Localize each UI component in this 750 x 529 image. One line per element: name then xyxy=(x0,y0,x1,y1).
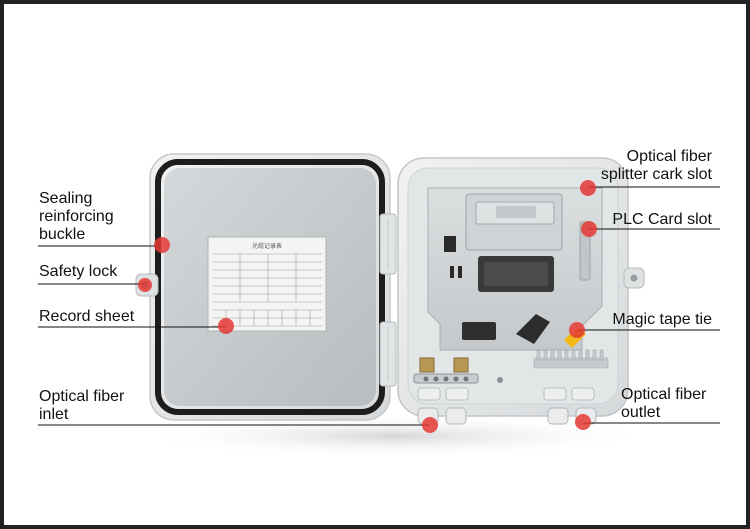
callout-text: inlet xyxy=(39,406,69,423)
callout-fiber-inlet: Optical fiber inlet xyxy=(39,388,124,424)
callout-plc-slot: PLC Card slot xyxy=(612,211,712,229)
callout-record-sheet: Record sheet xyxy=(39,308,134,326)
base-enclosure xyxy=(397,157,645,417)
ground-terminals xyxy=(413,357,503,384)
product-photo: 光缆记录表 xyxy=(38,153,720,458)
callout-safety-lock: Safety lock xyxy=(39,263,117,281)
callout-text: Optical fiber xyxy=(626,148,712,165)
callout-text: Sealing xyxy=(39,190,93,207)
callout-text: Safety lock xyxy=(39,263,118,280)
splitter-plate xyxy=(427,187,603,351)
inner-ports xyxy=(417,387,595,401)
callout-text: outlet xyxy=(621,404,661,421)
callout-splitter-slot: Optical fiber splitter cark slot xyxy=(601,148,712,184)
record-sheet-graphic: 光缆记录表 xyxy=(207,236,327,332)
open-lid: 光缆记录表 xyxy=(135,153,391,421)
callout-text: reinforcing xyxy=(39,208,114,225)
fiber-comb xyxy=(533,349,609,369)
callout-sealing-buckle: Sealing reinforcing buckle xyxy=(39,190,114,244)
callout-text: splitter cark slot xyxy=(600,166,712,183)
marker-dot-icon xyxy=(138,180,597,433)
callout-text: Magic tape tie xyxy=(612,311,712,328)
callout-fiber-outlet: Optical fiber outlet xyxy=(621,386,706,422)
callout-magic-tape: Magic tape tie xyxy=(612,311,712,329)
record-sheet-title: 光缆记录表 xyxy=(252,242,282,250)
callout-text: Optical fiber xyxy=(621,386,707,403)
hinge-icon xyxy=(379,213,397,387)
callout-text: Record sheet xyxy=(39,308,135,325)
callout-text: Optical fiber xyxy=(39,388,125,405)
callout-text: buckle xyxy=(39,226,86,243)
leader-lines xyxy=(38,186,720,426)
callout-text: PLC Card slot xyxy=(612,211,712,228)
lock-tab-icon xyxy=(623,267,645,289)
